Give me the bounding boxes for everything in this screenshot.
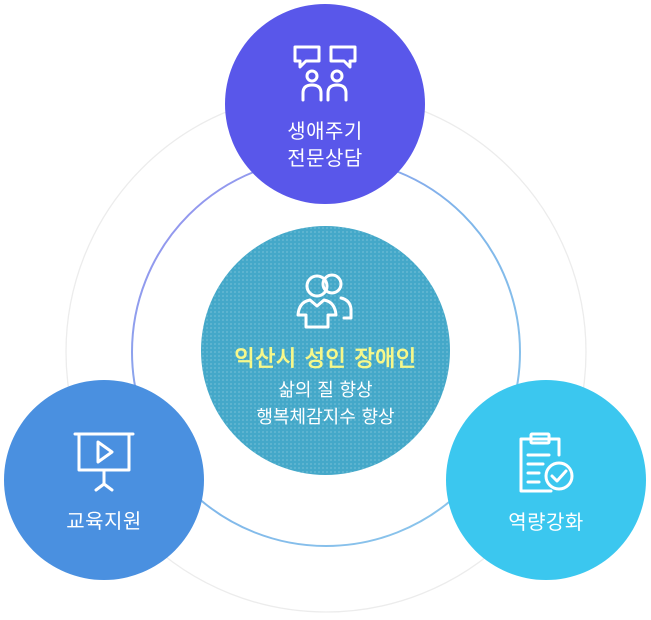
node-center-goal: 익산시 성인 장애인 삶의 질 향상 행복체감지수 향상: [201, 226, 450, 475]
center-line-1: 삶의 질 향상: [278, 379, 373, 401]
node-capacity-building: 역량강화: [446, 380, 646, 580]
node-top-label-line2: 전문상담: [287, 146, 363, 170]
node-left-label: 교육지원: [66, 508, 142, 533]
node-lifecycle-counseling: 생애주기 전문상담: [225, 4, 425, 204]
clipboard-check-icon: [519, 432, 574, 492]
node-top-label-line1: 생애주기: [287, 119, 363, 143]
people-icon: [296, 273, 352, 328]
center-line-2: 행복체감지수 향상: [256, 406, 395, 428]
center-title: 익산시 성인 장애인: [234, 346, 417, 372]
counseling-chat-icon: [293, 45, 357, 102]
node-education-support: 교육지원: [4, 380, 204, 580]
node-right-label: 역량강화: [508, 509, 584, 534]
presentation-board-icon: [73, 432, 135, 491]
